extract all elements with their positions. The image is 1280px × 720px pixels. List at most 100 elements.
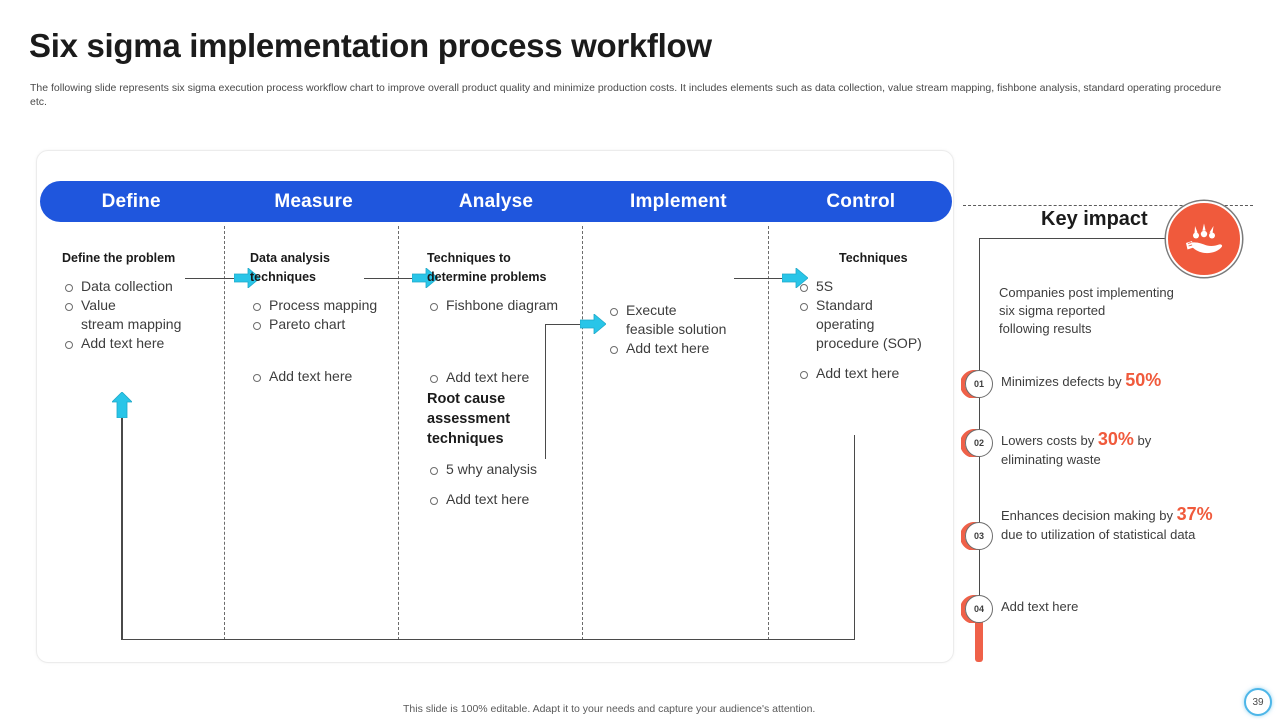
spacer	[797, 353, 962, 364]
key-impact-intro-line3: following results	[999, 321, 1092, 336]
measure-bullets: Process mapping Pareto chart Add text he…	[250, 296, 400, 386]
implement-bullets: Execute feasible solution Add text here	[607, 301, 767, 358]
page-number-badge[interactable]: 39	[1244, 688, 1272, 716]
bracket-right-line	[854, 435, 855, 640]
control-bullets: 5S Standard operating procedure (SOP) Ad…	[797, 277, 962, 383]
column-measure: Data analysis techniques Process mapping…	[250, 249, 400, 386]
phase-define[interactable]: Define	[101, 190, 161, 212]
kpi-text: Add text here	[1001, 596, 1216, 616]
connector-implement-control	[734, 278, 786, 279]
analyse-subheading-line3: techniques	[427, 431, 504, 447]
workflow-card: Define Measure Analyse Implement Control…	[36, 150, 954, 663]
kpi-text: Enhances decision making by 37% due to u…	[1001, 505, 1231, 544]
spacer	[427, 479, 592, 490]
analyse-heading-line2: determine problems	[427, 270, 547, 284]
connector-define-measure	[185, 278, 237, 279]
key-impact-intro-line1: Companies post implementing	[999, 285, 1174, 300]
analyse-heading-line1: Techniques to	[427, 251, 511, 265]
bullet-item: Standard operating procedure (SOP)	[797, 296, 962, 353]
bullet-continuation: operating	[816, 316, 875, 332]
bullet-item: Execute feasible solution	[607, 301, 767, 339]
kpi-text-post: due to utilization of statistical data	[1001, 527, 1196, 542]
analyse-subheading-line1: Root cause	[427, 391, 506, 407]
column-separator-3	[582, 226, 583, 640]
key-impact-spine	[979, 383, 980, 609]
bullet-label: Standard	[816, 297, 873, 313]
phase-implement[interactable]: Implement	[630, 190, 727, 212]
hand-holding-arrows-icon	[1166, 201, 1242, 277]
column-control: Techniques 5S Standard operating procedu…	[797, 249, 962, 383]
phase-analyse[interactable]: Analyse	[458, 190, 534, 212]
key-impact-intro: Companies post implementing six sigma re…	[999, 284, 1229, 338]
arrow-right-icon	[782, 268, 808, 288]
kpi-percent: 50%	[1125, 370, 1162, 390]
bullet-item: Add text here	[62, 334, 212, 353]
control-heading: Techniques	[839, 251, 908, 265]
bullet-item: 5S	[797, 277, 962, 296]
bracket-left-line	[121, 402, 122, 640]
phase-control[interactable]: Control	[826, 190, 896, 212]
footer-note: This slide is 100% editable. Adapt it to…	[403, 703, 816, 715]
kpi-text-pre: Add text here	[1001, 599, 1079, 614]
kpi-text-pre: Lowers costs by	[1001, 433, 1098, 448]
kpi-text-pre: Minimizes defects by	[1001, 374, 1126, 389]
bullet-continuation: feasible solution	[626, 321, 727, 337]
kpi-number: 03	[965, 522, 993, 550]
bullet-item: Fishbone diagram	[427, 296, 592, 315]
key-impact-tail	[975, 614, 983, 662]
connector-measure-analyse	[364, 278, 416, 279]
measure-heading-line1: Data analysis	[250, 251, 330, 265]
analyse-subheading-line2: assessment	[427, 411, 511, 427]
kpi-percent: 37%	[1176, 504, 1213, 524]
bullet-continuation: stream mapping	[81, 316, 182, 332]
bullet-item: Pareto chart	[250, 315, 400, 334]
bullet-item: Value stream mapping	[62, 296, 212, 334]
bullet-continuation: procedure (SOP)	[816, 335, 922, 351]
define-bullets: Data collection Value stream mapping Add…	[62, 277, 212, 353]
bullet-item: Add text here	[607, 339, 767, 358]
analyse-heading: Techniques to determine problems	[427, 249, 592, 287]
column-define: Define the problem Data collection Value…	[62, 249, 212, 353]
arrow-right-icon	[580, 314, 606, 334]
kpi-text: Lowers costs by 30% by eliminating waste	[1001, 430, 1216, 469]
column-implement: Execute feasible solution Add text here	[607, 301, 767, 358]
bullet-item: Add text here	[797, 364, 962, 383]
bullet-label: Execute	[626, 302, 677, 318]
kpi-text: Minimizes defects by 50%	[1001, 371, 1216, 391]
bullet-item: 5 why analysis	[427, 460, 592, 479]
kpi-badge: 03	[961, 522, 993, 550]
measure-heading-line2: techniques	[250, 270, 316, 284]
bullet-item: Add text here	[427, 368, 592, 387]
spacer	[250, 334, 400, 367]
kpi-text-pre: Enhances decision making by	[1001, 508, 1177, 523]
kpi-number: 04	[965, 595, 993, 623]
measure-heading: Data analysis techniques	[250, 249, 400, 287]
column-separator-1	[224, 226, 225, 640]
arrow-up-icon	[112, 392, 132, 418]
bracket-bottom-line	[121, 639, 854, 640]
key-impact-elbow	[979, 238, 1169, 383]
key-impact-title: Key impact	[1041, 208, 1148, 230]
define-arrow-line	[122, 413, 123, 640]
bullet-item: Add text here	[250, 367, 400, 386]
column-separator-4	[768, 226, 769, 640]
kpi-percent: 30%	[1097, 429, 1134, 449]
kpi-number: 02	[965, 429, 993, 457]
bullet-item: Add text here	[427, 490, 592, 509]
kpi-badge: 04	[961, 595, 993, 623]
phase-measure[interactable]: Measure	[274, 190, 353, 212]
column-analyse: Techniques to determine problems Fishbon…	[427, 249, 592, 509]
bullet-item: Process mapping	[250, 296, 400, 315]
page-subtitle: The following slide represents six sigma…	[30, 82, 1222, 108]
page-title: Six sigma implementation process workflo…	[29, 27, 712, 64]
bullet-item: Data collection	[62, 277, 212, 296]
analyse-subheading: Root cause assessment techniques	[427, 389, 592, 449]
kpi-number: 01	[965, 370, 993, 398]
define-heading: Define the problem	[62, 251, 176, 265]
key-impact-dashed-connector	[963, 205, 1253, 206]
kpi-badge: 02	[961, 429, 993, 457]
arrow-right-icon	[412, 268, 438, 288]
kpi-badge: 01	[961, 370, 993, 398]
analyse-bullets: Fishbone diagram Add text here Root caus…	[427, 296, 592, 509]
